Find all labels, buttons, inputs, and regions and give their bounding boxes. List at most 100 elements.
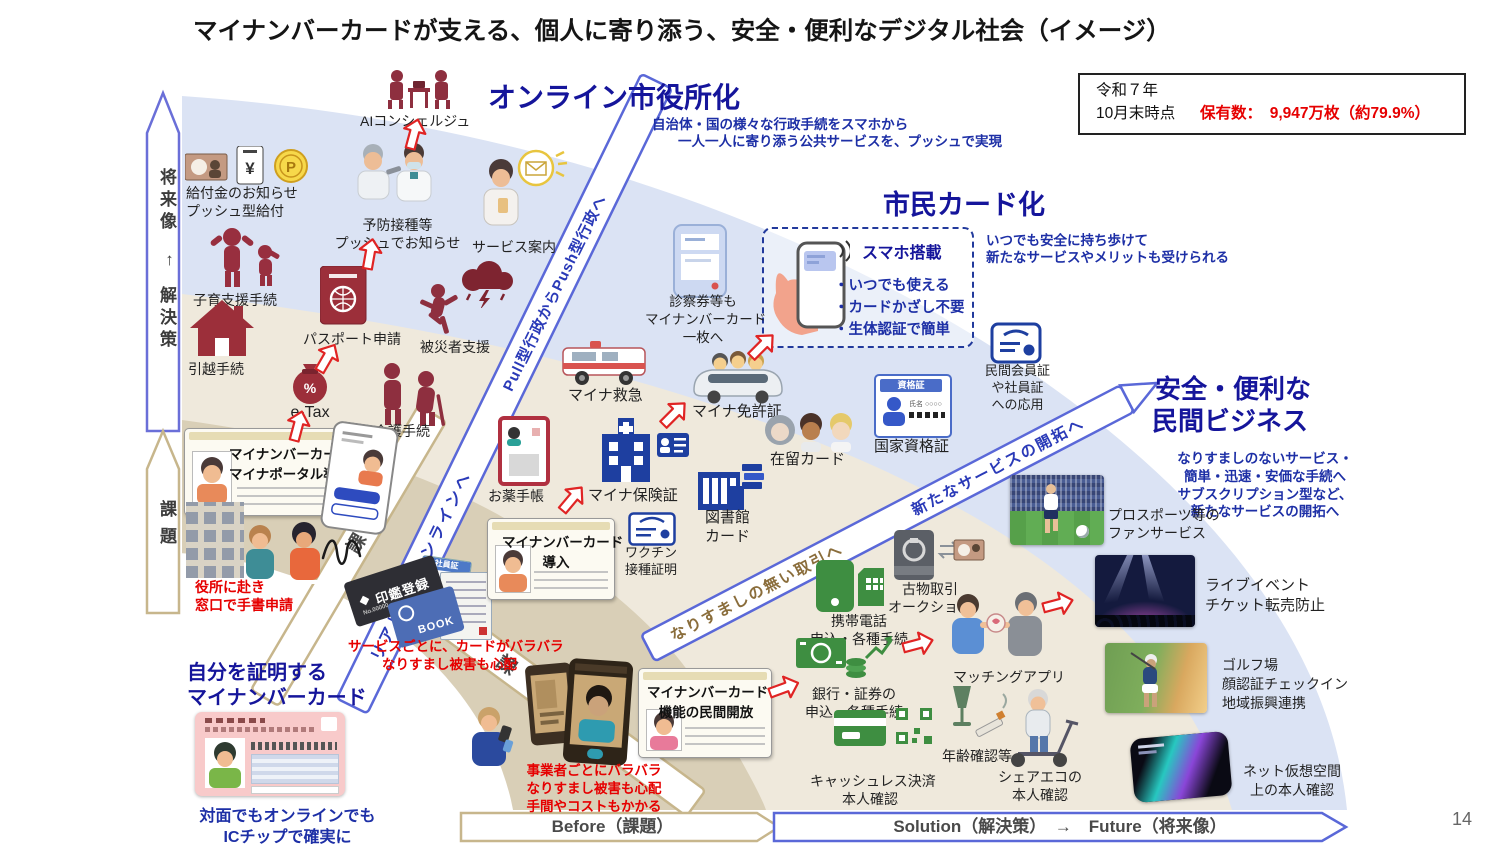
axis-arrow-future — [145, 89, 181, 433]
bank-icon — [796, 630, 894, 687]
private-business-title-1: 安全・便利な — [1155, 374, 1312, 404]
visit-office-label-2: 窓口で手書申請 — [195, 597, 293, 613]
private-business-title-2: 民間ビジネス — [1152, 406, 1309, 436]
mynumber-card-graphic — [195, 712, 345, 796]
private-business-desc-2: 簡単・迅速・安価な手続へ — [1184, 468, 1346, 484]
vaccination-label: 予防接種等 プッシュでお知らせ — [330, 216, 465, 253]
axis-label-future: 将来像 — [157, 168, 176, 234]
axis-before — [459, 811, 782, 843]
private-business-desc-4: 新たなサービスの開拓へ — [1190, 504, 1340, 520]
svg-text:P: P — [286, 159, 296, 176]
membership-line2: や社員証 — [991, 380, 1044, 396]
portal-intro-line1: マイナンバーカード・ — [229, 447, 364, 462]
page-number: 14 — [1452, 809, 1473, 829]
membership-cert-icon — [990, 322, 1042, 369]
share-eco-label-1: シェアエコの — [998, 769, 1082, 785]
seal-card-title: ◆ — [357, 590, 372, 609]
online-cityhall-sub1: 自治体・国の様々な行政手続をスマホから — [652, 117, 909, 132]
hospital-icon — [596, 418, 656, 489]
stats-box: 令和７年 10月末時点 保有数： 9,947万枚（約79.9%） — [1078, 73, 1466, 135]
national-license-name: 氏名 ○○○○ — [909, 401, 942, 408]
medical-ticket-line1: 診察券等も — [669, 294, 737, 309]
private-open-text: マイナンバーカード 機能の民間開放 — [647, 683, 769, 722]
identity-caption-2: ICチップで確実に — [223, 829, 352, 844]
age-check-label: 年齢確認等 — [942, 748, 1012, 764]
card-photo — [192, 451, 232, 505]
stats-holding: 保有数： 9,947万枚（約79.9%） — [1200, 105, 1430, 122]
citizen-card-desc1: いつでも安全に持ち歩けて — [986, 233, 1148, 248]
mynumber-card-chip — [321, 717, 337, 731]
smartphone-bullet-2: ・カードかざし不要 — [834, 300, 965, 316]
myna-license-label: マイナ免許証 — [692, 403, 782, 420]
share-eco-label: シェアエコの 本人確認 — [985, 768, 1095, 805]
golf-label-3: 地域振興連携 — [1222, 695, 1306, 711]
per-business-issue-1: 事業者ごとにバラバラ — [526, 763, 662, 778]
bank-label-1: 銀行・証券の — [812, 686, 896, 702]
vaccine-cert-line1: ワクチン — [624, 545, 677, 560]
scattered-cards-issue-1: サービスごとに、カードがバラバラ — [348, 639, 564, 654]
card-intro-card: マイナンバーカード 導入 — [487, 518, 623, 600]
passbook-label: BOOK — [416, 614, 456, 637]
portal-intro-card: マイナンバーカード・ マイナポータル導入 — [184, 428, 364, 516]
mynumber-card-table — [251, 754, 339, 784]
medicine-book-label: お薬手帳 — [488, 488, 544, 504]
medical-ticket-phone-icon — [673, 224, 729, 305]
moving-house-icon — [188, 298, 256, 363]
cashless-label-2: 本人確認 — [842, 791, 898, 808]
childcare-label: 子育支援手続 — [193, 292, 277, 308]
myna-hoken-label: マイナ保険証 — [588, 487, 678, 504]
identity-caption-1: 対面でもオンラインでも — [199, 808, 376, 825]
portal-intro-line2: マイナポータル導入 — [229, 466, 351, 482]
used-goods-label-1: 古物取引 — [902, 581, 958, 597]
soccer-ball — [1076, 525, 1089, 538]
mobile-label-1: 携帯電話 — [831, 613, 887, 629]
scribble-icon — [320, 532, 364, 573]
ekyc-phone-2-button — [586, 748, 604, 760]
mobile-sim-icon — [816, 560, 892, 619]
smartphone-box: スマホ搭載 ・いつでも使える ・カードかざし不要 ・生体認証で簡単 — [762, 227, 974, 348]
ekyc-person-icon — [464, 706, 514, 773]
portal-intro-text: マイナンバーカード・ マイナポータル導入 — [229, 445, 364, 484]
svg-text:%: % — [304, 380, 317, 396]
scattered-cards-issue-2: なりすまし被害も心配 — [382, 657, 517, 672]
virtual-streaks — [1129, 730, 1233, 804]
office-visitors-icon — [238, 522, 334, 593]
license-car-icon — [688, 348, 788, 409]
visit-office-label-1: 役所に赴き — [195, 579, 265, 595]
card-photo — [495, 545, 531, 593]
svg-text:¥: ¥ — [245, 159, 255, 178]
passbook-emblem — [396, 603, 417, 624]
identity-caption: 対面でもオンラインでも ICチップで確実に — [195, 806, 380, 844]
service-guide-label: サービス案内 — [472, 239, 556, 255]
smartphone-box-title: スマホ搭載 — [862, 245, 942, 262]
mail-bubble-icon — [512, 148, 568, 199]
mynumber-card-row2 — [205, 727, 315, 732]
membership-label: 民間会員証 や社員証 への応用 — [970, 362, 1065, 413]
card-intro-line2: 導入 — [542, 554, 570, 570]
used-goods-icon — [894, 530, 986, 591]
identity-title-2: マイナンバーカード — [187, 687, 367, 709]
cashless-label-1: キャッシュレス決済 — [810, 773, 936, 789]
per-business-issue-3: 手間やコストもかかる — [526, 798, 662, 814]
online-cityhall-sub2: 一人一人に寄り添う公共サービスを、プッシュで実現 — [678, 134, 1002, 149]
ekyc-phone-1 — [524, 662, 578, 746]
library-label-2: カード — [705, 528, 751, 545]
used-goods-label: 古物取引 オークション — [888, 580, 972, 617]
medical-ticket-line3: 一枚へ — [682, 329, 724, 345]
per-business-issue: 事業者ごとにバラバラ なりすまし被害も心配 手間やコストもかかる — [505, 762, 683, 815]
smartphone-bullet-1: ・いつでも使える — [834, 278, 950, 294]
ekyc-phone-2-bar — [574, 663, 628, 674]
national-license-label: 国家資格証 — [874, 438, 950, 455]
pro-sports-label-2: ファンサービス — [1108, 525, 1206, 542]
disaster-runner-icon — [418, 282, 480, 343]
card-lines — [534, 571, 608, 593]
identity-title-1: 自分を証明する — [187, 662, 327, 684]
smartphone-hand-icon — [770, 239, 852, 344]
citizen-card-title: 市民カード化 — [883, 190, 1045, 220]
private-business-desc-1: なりすましのないサービス・ — [1177, 451, 1353, 466]
private-open-line1: マイナンバーカード — [647, 685, 769, 700]
smartphone-bullet-3: ・生体認証で簡単 — [834, 322, 950, 338]
membership-line3: への応用 — [991, 397, 1044, 413]
national-license-card: 資格証 氏名 ○○○○ — [874, 374, 952, 438]
